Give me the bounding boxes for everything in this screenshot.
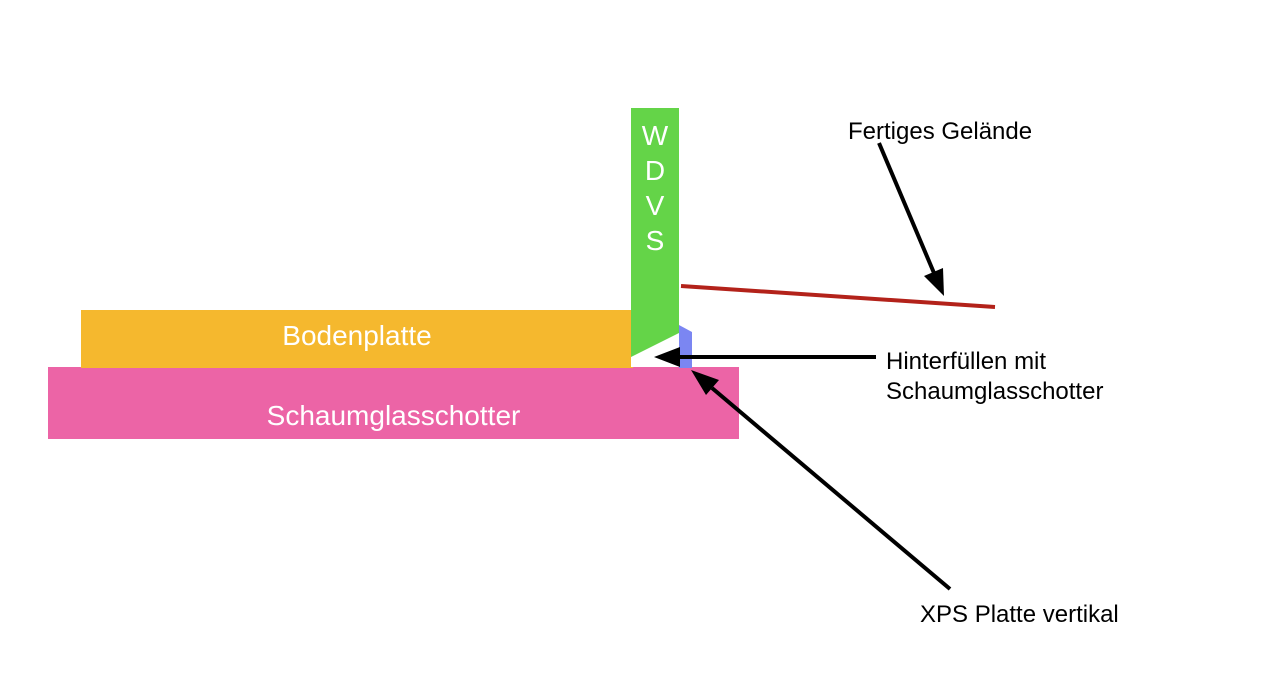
hinterfuellen-label-line1: Hinterfüllen mit (886, 348, 1047, 375)
schaumglasschotter-layer: Schaumglasschotter (48, 367, 739, 439)
xps-plate (679, 325, 692, 368)
hinterfuellen-label-line2: Schaumglasschotter (886, 378, 1104, 405)
wdvs-letter: S (645, 225, 665, 256)
arrow-gelaende (877, 142, 944, 296)
bodenplatte-label: Bodenplatte (282, 320, 432, 351)
terrain-line (680, 284, 996, 309)
schaumglasschotter-label: Schaumglasschotter (266, 400, 521, 431)
hinterfuellen-label: Hinterfüllen mit Schaumglasschotter (886, 347, 1103, 407)
wdvs-layer: W D V S (631, 108, 679, 360)
bodenplatte-layer: Bodenplatte (81, 310, 633, 368)
arrow-xps (691, 370, 952, 591)
xps-label: XPS Platte vertikal (920, 601, 1119, 628)
wdvs-label: W D V S (631, 118, 679, 258)
wdvs-letter: W (641, 120, 669, 151)
gelaende-label: Fertiges Gelände (848, 118, 1033, 145)
wdvs-letter: V (645, 190, 665, 221)
wdvs-letter: D (644, 155, 666, 186)
arrow-hinterfuellen (654, 347, 876, 367)
